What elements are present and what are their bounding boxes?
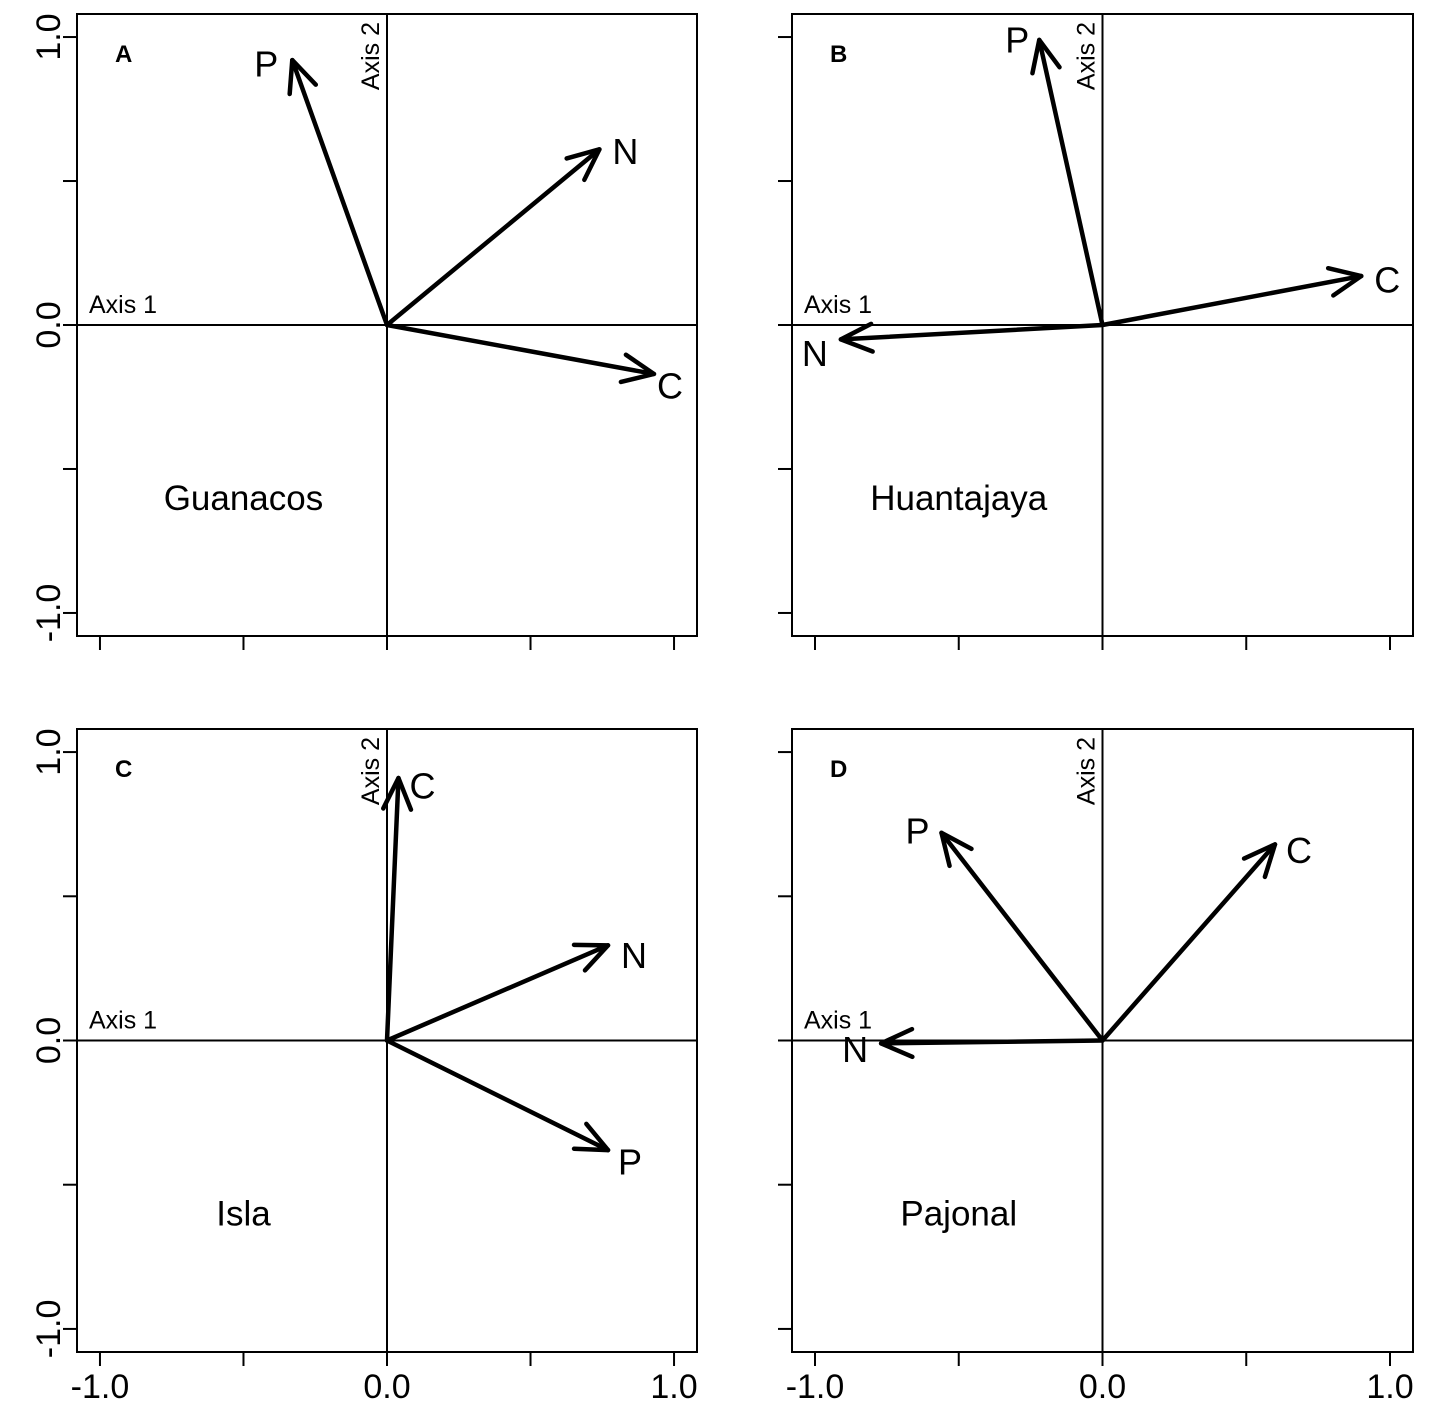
panel-letter: D <box>830 756 847 783</box>
vector-p: P <box>384 1038 642 1183</box>
vector-n: N <box>384 935 647 1043</box>
y-tick-label: -1.0 <box>30 584 68 643</box>
vector-shaft <box>1100 842 1278 1043</box>
y-tick-label: 1.0 <box>30 728 68 775</box>
site-name: Guanacos <box>164 479 324 518</box>
vector-shaft <box>384 1038 611 1153</box>
axis2-label: Axis 2 <box>357 737 385 805</box>
y-tick-label: -1.0 <box>30 1300 68 1359</box>
axis2-label: Axis 2 <box>1073 22 1101 90</box>
vector-c: C <box>1100 830 1312 1043</box>
vector-label: P <box>618 1142 642 1183</box>
vector-shaft <box>384 943 611 1043</box>
vector-label: P <box>1005 19 1029 60</box>
x-tick-label: 1.0 <box>650 1368 697 1406</box>
axis1-label: Axis 1 <box>89 291 157 319</box>
arrowhead <box>287 57 319 97</box>
y-tick-label: 1.0 <box>30 13 68 60</box>
vector-shaft <box>1037 37 1105 328</box>
x-tick-label: 0.0 <box>1079 1368 1126 1406</box>
arrowhead <box>571 1121 611 1153</box>
site-name: Pajonal <box>900 1195 1017 1234</box>
vector-shaft <box>384 147 602 328</box>
vector-shaft <box>1100 273 1364 328</box>
arrowhead <box>939 830 974 869</box>
arrowhead <box>1325 265 1364 298</box>
vector-shaft <box>290 57 390 328</box>
axis1-label: Axis 1 <box>89 1007 157 1035</box>
arrowhead <box>618 352 657 385</box>
axis2-label: Axis 2 <box>1073 737 1101 805</box>
arrowhead <box>571 942 611 973</box>
arrowhead <box>878 1026 915 1060</box>
vector-n: N <box>384 131 638 328</box>
vector-label: C <box>657 365 683 406</box>
site-name: Isla <box>216 1195 271 1234</box>
panel-letter: B <box>830 41 847 68</box>
arrowhead <box>1241 842 1278 880</box>
vector-label: N <box>621 935 647 976</box>
vector-c: C <box>381 766 435 1043</box>
x-tick-label: -1.0 <box>71 1368 130 1406</box>
panel-b: Axis 1 Axis 2 B Huantajaya P C N <box>778 13 1414 650</box>
vector-label: C <box>409 766 435 807</box>
axis1-label: Axis 1 <box>804 1007 872 1035</box>
x-tick-label: -1.0 <box>786 1368 845 1406</box>
vector-label: C <box>1374 260 1400 301</box>
vector-c: C <box>384 322 683 406</box>
vector-n: N <box>802 321 1105 374</box>
vector-shaft <box>939 830 1105 1043</box>
panel-d: -1.0 0.0 1.0 Axis 1 Axis 2 D Pajonal P C N <box>778 728 1414 1406</box>
vector-label: P <box>254 44 278 85</box>
vector-label: N <box>842 1029 868 1070</box>
vector-p: P <box>254 44 390 328</box>
site-name: Huantajaya <box>870 479 1048 518</box>
y-tick-label: 0.0 <box>30 301 68 348</box>
axis2-label: Axis 2 <box>357 22 385 90</box>
vector-shaft <box>384 322 657 377</box>
arrowhead <box>838 321 875 354</box>
x-tick-label: 0.0 <box>363 1368 410 1406</box>
vector-label: N <box>802 333 828 374</box>
arrowhead <box>381 775 414 812</box>
panel-letter: A <box>115 41 132 68</box>
vector-n: N <box>842 1026 1105 1070</box>
axis1-label: Axis 1 <box>804 291 872 319</box>
vector-label: P <box>905 810 929 851</box>
vector-c: C <box>1100 260 1400 328</box>
vector-shaft <box>384 775 401 1043</box>
vector-shaft <box>878 1038 1105 1046</box>
vector-shaft <box>838 322 1105 342</box>
arrowhead <box>1030 37 1062 76</box>
vector-label: C <box>1286 830 1312 871</box>
vector-p: P <box>905 810 1105 1043</box>
y-tick-label: 0.0 <box>30 1017 68 1064</box>
arrowhead <box>564 147 602 183</box>
vector-p: P <box>1005 19 1105 328</box>
x-tick-label: 1.0 <box>1366 1368 1413 1406</box>
panel-letter: C <box>115 756 132 783</box>
vector-label: N <box>612 131 638 172</box>
